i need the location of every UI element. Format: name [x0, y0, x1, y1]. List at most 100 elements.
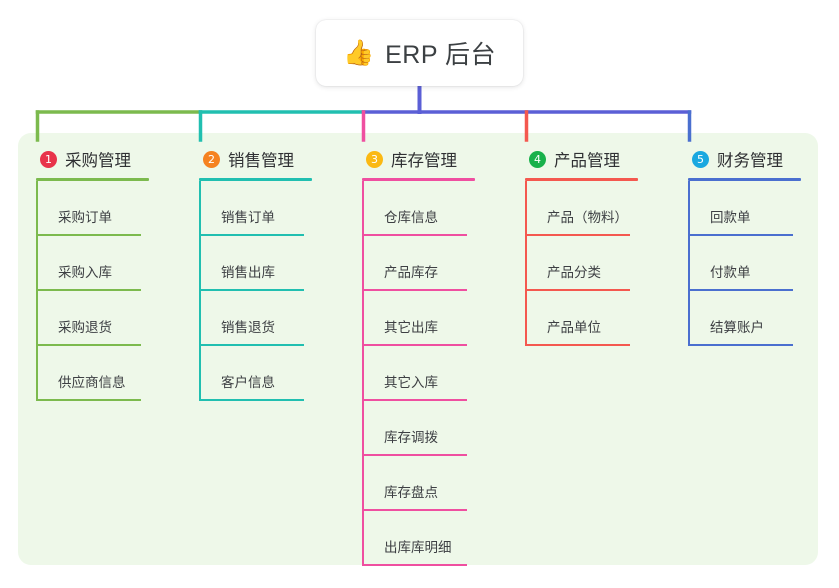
leaf-item[interactable]: 库存调拨: [362, 401, 475, 456]
leaf-item[interactable]: 库存盘点: [362, 456, 475, 511]
leaf-underline: [199, 399, 304, 401]
branch-spine: [525, 181, 527, 346]
leaf-underline: [688, 344, 793, 346]
leaf-underline: [362, 234, 467, 236]
leaf-list: 产品（物料） 产品分类产品单位: [525, 181, 638, 346]
leaf-underline: [688, 289, 793, 291]
branch-4[interactable]: 4 产品管理产品（物料） 产品分类产品单位: [525, 146, 638, 346]
leaf-label: 采购退货: [58, 320, 112, 335]
branch-header-5[interactable]: 5 财务管理: [688, 146, 801, 172]
leaf-label: 产品单位: [547, 320, 601, 335]
branch-header-1[interactable]: 1 采购管理: [36, 146, 149, 172]
leaf-underline: [362, 564, 467, 566]
leaf-underline: [525, 344, 630, 346]
branch-number-badge: 5: [692, 150, 709, 168]
leaf-underline: [36, 289, 141, 291]
leaf-label: 库存盘点: [384, 485, 438, 500]
branch-underline: [199, 178, 312, 181]
branch-underline: [688, 178, 801, 181]
leaf-label: 付款单: [710, 265, 751, 280]
branch-5[interactable]: 5 财务管理回款单付款单结算账户: [688, 146, 801, 346]
leaf-label: 结算账户: [710, 320, 764, 335]
leaf-item[interactable]: 仓库信息: [362, 181, 475, 236]
leaf-underline: [362, 454, 467, 456]
leaf-label: 产品分类: [547, 265, 601, 280]
leaf-underline: [36, 234, 141, 236]
diagram-panel: [18, 133, 818, 565]
leaf-item[interactable]: 产品（物料）: [525, 181, 638, 236]
branch-spine: [362, 181, 364, 566]
leaf-list: 回款单付款单结算账户: [688, 181, 801, 346]
leaf-underline: [199, 289, 304, 291]
leaf-label: 采购入库: [58, 265, 112, 280]
leaf-item[interactable]: 销售订单: [199, 181, 312, 236]
branch-number-badge: 1: [40, 150, 57, 168]
branch-header-2[interactable]: 2 销售管理: [199, 146, 312, 172]
leaf-underline: [525, 289, 630, 291]
leaf-item[interactable]: 产品单位: [525, 291, 638, 346]
branch-spine: [688, 181, 690, 346]
branch-number-badge: 3: [366, 150, 383, 168]
leaf-item[interactable]: 付款单: [688, 236, 801, 291]
branch-spine: [199, 181, 201, 401]
branch-label: 销售管理: [228, 152, 294, 170]
leaf-list: 销售订单销售出库销售退货客户信息: [199, 181, 312, 401]
leaf-item[interactable]: 采购退货: [36, 291, 149, 346]
branch-label: 库存管理: [391, 152, 457, 170]
leaf-item[interactable]: 采购订单: [36, 181, 149, 236]
branch-2[interactable]: 2 销售管理销售订单销售出库销售退货客户信息: [199, 146, 312, 401]
branch-1[interactable]: 1 采购管理采购订单采购入库采购退货供应商信息: [36, 146, 149, 401]
leaf-underline: [36, 399, 141, 401]
leaf-label: 其它入库: [384, 375, 438, 390]
leaf-underline: [362, 399, 467, 401]
leaf-underline: [525, 234, 630, 236]
leaf-underline: [362, 289, 467, 291]
leaf-label: 回款单: [710, 210, 751, 225]
leaf-item[interactable]: 客户信息: [199, 346, 312, 401]
branch-underline: [36, 178, 149, 181]
leaf-item[interactable]: 采购入库: [36, 236, 149, 291]
leaf-label: 出库库明细: [384, 540, 452, 555]
leaf-underline: [362, 344, 467, 346]
leaf-label: 客户信息: [221, 375, 275, 390]
leaf-item[interactable]: 出库库明细: [362, 511, 475, 566]
branch-header-4[interactable]: 4 产品管理: [525, 146, 638, 172]
leaf-list: 仓库信息产品库存其它出库其它入库库存调拨库存盘点出库库明细: [362, 181, 475, 566]
branch-header-3[interactable]: 3 库存管理: [362, 146, 475, 172]
leaf-item[interactable]: 产品库存: [362, 236, 475, 291]
leaf-item[interactable]: 产品分类: [525, 236, 638, 291]
leaf-item[interactable]: 回款单: [688, 181, 801, 236]
leaf-label: 销售出库: [221, 265, 275, 280]
leaf-label: 销售订单: [221, 210, 275, 225]
leaf-label: 采购订单: [58, 210, 112, 225]
leaf-item[interactable]: 销售出库: [199, 236, 312, 291]
thumbs-up-icon: 👍: [342, 38, 375, 67]
leaf-underline: [362, 509, 467, 511]
branch-label: 财务管理: [717, 152, 783, 170]
leaf-label: 仓库信息: [384, 210, 438, 225]
leaf-list: 采购订单采购入库采购退货供应商信息: [36, 181, 149, 401]
leaf-item[interactable]: 结算账户: [688, 291, 801, 346]
branch-underline: [525, 178, 638, 181]
leaf-item[interactable]: 其它出库: [362, 291, 475, 346]
leaf-label: 其它出库: [384, 320, 438, 335]
branch-3[interactable]: 3 库存管理仓库信息产品库存其它出库其它入库库存调拨库存盘点出库库明细: [362, 146, 475, 566]
leaf-item[interactable]: 销售退货: [199, 291, 312, 346]
leaf-item[interactable]: 其它入库: [362, 346, 475, 401]
root-node-title: ERP 后台: [385, 41, 497, 69]
leaf-label: 产品（物料）: [547, 210, 628, 225]
branch-number-badge: 4: [529, 150, 546, 168]
leaf-label: 库存调拨: [384, 430, 438, 445]
branch-underline: [362, 178, 475, 181]
leaf-label: 供应商信息: [58, 375, 126, 390]
leaf-underline: [36, 344, 141, 346]
branch-number-badge: 2: [203, 150, 220, 168]
leaf-underline: [688, 234, 793, 236]
branch-label: 产品管理: [554, 152, 620, 170]
branch-label: 采购管理: [65, 152, 131, 170]
leaf-label: 销售退货: [221, 320, 275, 335]
leaf-item[interactable]: 供应商信息: [36, 346, 149, 401]
leaf-underline: [199, 344, 304, 346]
root-node[interactable]: 👍 ERP 后台: [316, 20, 523, 86]
